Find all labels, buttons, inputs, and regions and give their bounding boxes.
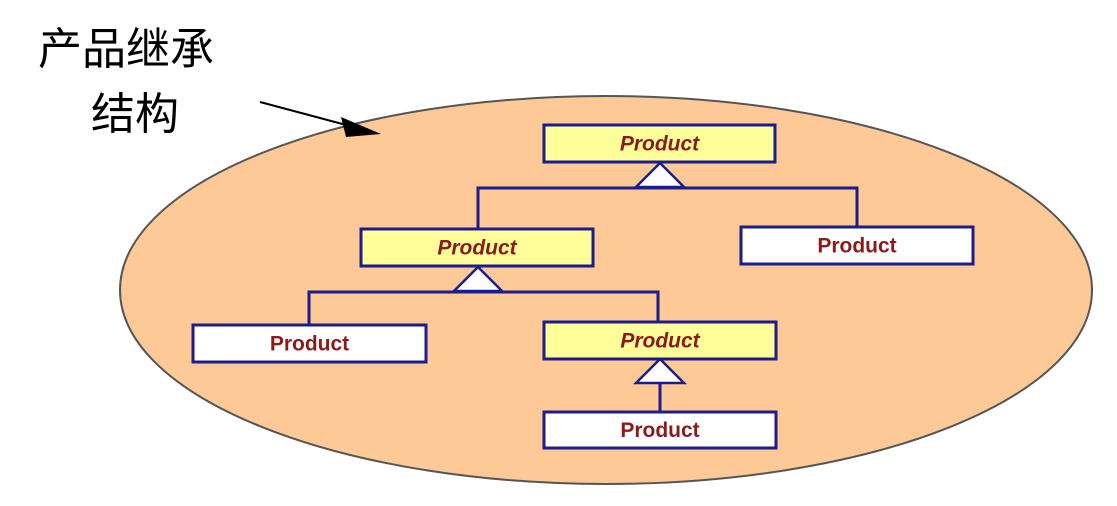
class-label: Product [620,133,700,156]
class-box [542,410,778,450]
class-node-mid-left: Product [359,227,595,268]
class-box [191,323,428,364]
background-ellipse [119,95,1093,485]
class-label: Product [437,237,517,260]
class-node-root: Product [542,123,777,164]
caption-line-1: 产品继承 [38,24,214,75]
class-node-leaf-mid: Product [542,320,778,361]
inheritance-triangle-root [632,161,688,189]
class-box [542,320,778,361]
class-node-leaf-left: Product [191,323,428,364]
class-label: Product [817,235,896,258]
class-node-mid-right: Product [739,225,975,266]
class-label: Product [620,419,699,442]
inheritance-triangle-leaf-mid [632,357,688,385]
class-box [359,227,595,268]
class-box [542,123,777,164]
class-node-leaf-bottom: Product [542,410,778,450]
class-box [739,225,975,266]
caption-line-2: 结构 [91,89,179,140]
class-label: Product [270,333,349,356]
class-label: Product [620,330,700,353]
pointer-arrow [259,101,381,137]
inheritance-triangles [450,161,688,385]
inheritance-triangle-mid-left [450,265,506,293]
